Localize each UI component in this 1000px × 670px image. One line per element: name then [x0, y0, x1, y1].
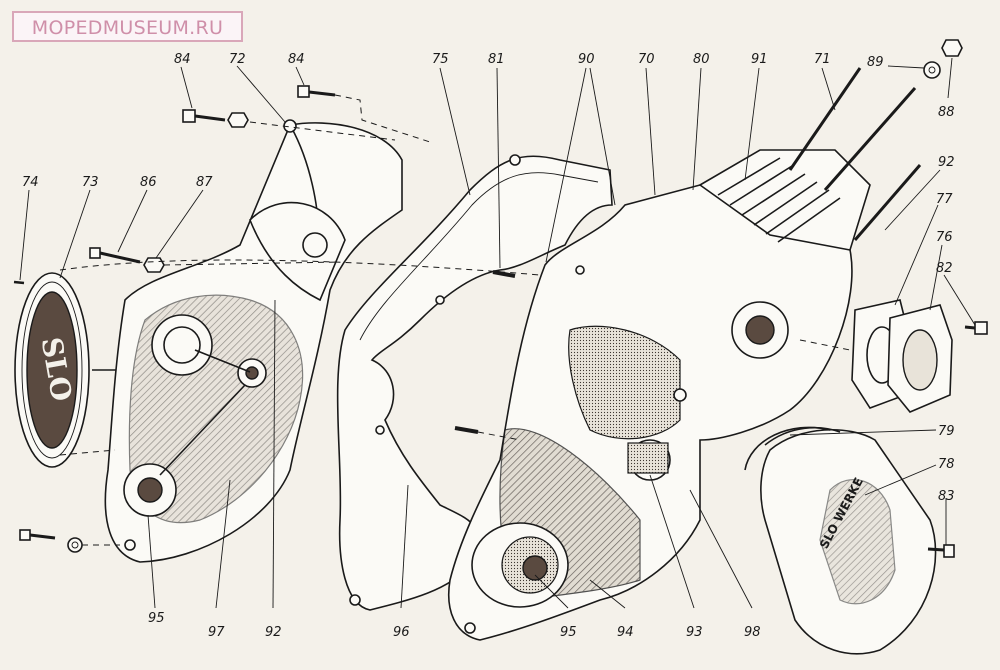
callout-83: 83 [938, 489, 955, 504]
watermark-logo: MOPEDMUSEUM.RU [12, 11, 243, 42]
callout-84-right: 84 [288, 52, 305, 67]
crankcase [448, 184, 853, 641]
callout-77: 77 [936, 192, 953, 207]
callout-73: 73 [82, 175, 99, 190]
callout-72: 72 [229, 52, 246, 67]
callout-76: 76 [936, 230, 953, 245]
right-cover-78: SLO WERKE [744, 426, 937, 655]
callout-70: 70 [638, 52, 655, 67]
callout-81: 81 [488, 52, 505, 67]
cylinder-fins [698, 67, 922, 251]
callout-88: 88 [938, 105, 955, 120]
callout-97: 97 [208, 625, 225, 640]
callout-90: 90 [578, 52, 595, 67]
callout-98: 98 [744, 625, 761, 640]
callout-82: 82 [936, 261, 953, 276]
flange-gaskets [851, 299, 953, 413]
callout-89: 89 [867, 55, 884, 70]
callout-92-bottom: 92 [265, 625, 282, 640]
callout-95-bottom: 95 [560, 625, 577, 640]
callout-80: 80 [693, 52, 710, 67]
callout-95-left: 95 [148, 611, 165, 626]
callout-92-right: 92 [938, 155, 955, 170]
cover-badge-73: SLO [14, 272, 90, 468]
callout-84-left: 84 [174, 52, 191, 67]
callout-labels: 84 72 84 75 81 90 70 80 91 71 89 88 74 7… [22, 52, 955, 640]
leader-lines [19, 57, 976, 609]
callout-79: 79 [938, 424, 955, 439]
callout-91: 91 [751, 52, 768, 67]
callout-93: 93 [686, 625, 703, 640]
callout-87: 87 [196, 175, 213, 190]
alignment-lines [59, 94, 851, 546]
callout-78: 78 [938, 457, 955, 472]
gasket-75 [336, 154, 613, 611]
hardware [13, 39, 988, 558]
callout-71: 71 [814, 52, 831, 67]
callout-75: 75 [432, 52, 449, 67]
callout-74: 74 [22, 175, 39, 190]
callout-86: 86 [140, 175, 157, 190]
left-side-cover [104, 119, 403, 563]
callout-94: 94 [617, 625, 634, 640]
callout-96: 96 [393, 625, 410, 640]
